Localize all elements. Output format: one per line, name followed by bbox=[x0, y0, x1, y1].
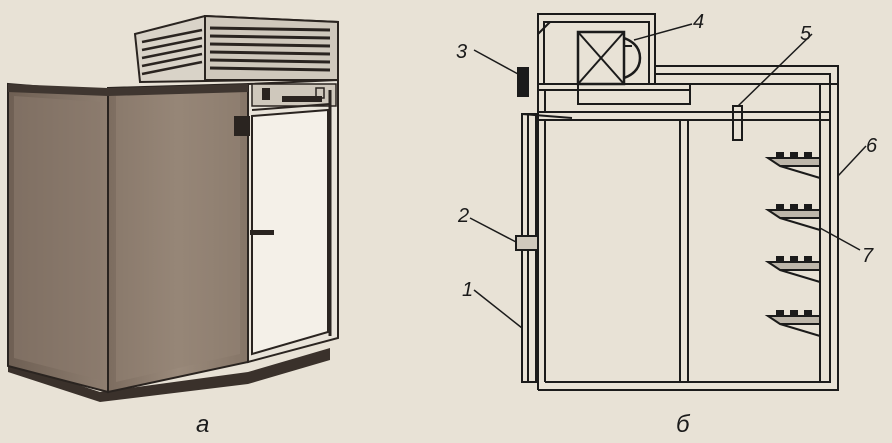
callout-2: 2 bbox=[457, 205, 469, 227]
callout-leaders bbox=[469, 23, 867, 329]
shelves-7 bbox=[764, 157, 821, 337]
air-duct bbox=[577, 84, 691, 105]
callout-labels: 1 2 3 4 5 6 7 bbox=[456, 11, 878, 301]
caption-b: б bbox=[676, 411, 691, 438]
callout-4: 4 bbox=[693, 11, 704, 33]
unit-grille-front bbox=[209, 26, 331, 72]
cabinet-door bbox=[251, 108, 329, 356]
top-housing bbox=[537, 13, 656, 112]
base-plinth bbox=[8, 348, 330, 402]
callout-5: 5 bbox=[800, 23, 812, 45]
cold-room-illustration bbox=[7, 14, 339, 402]
caption-a: а bbox=[196, 411, 209, 438]
shelf-items bbox=[776, 152, 812, 316]
light-switch-3 bbox=[517, 67, 529, 97]
sensor-5 bbox=[732, 105, 743, 141]
evaporator-fan-4 bbox=[576, 30, 642, 86]
door-lock-2 bbox=[515, 235, 539, 251]
callout-1: 1 bbox=[462, 279, 473, 301]
cabinet-corner-block bbox=[234, 116, 250, 136]
callout-7: 7 bbox=[862, 245, 874, 267]
cabinet-right-section bbox=[247, 78, 339, 364]
callout-6: 6 bbox=[866, 135, 878, 157]
condensing-unit bbox=[133, 14, 339, 84]
cold-room-schematic bbox=[469, 13, 867, 391]
callout-3: 3 bbox=[456, 41, 467, 63]
unit-grille-side bbox=[141, 28, 203, 76]
door-handle bbox=[250, 230, 274, 235]
